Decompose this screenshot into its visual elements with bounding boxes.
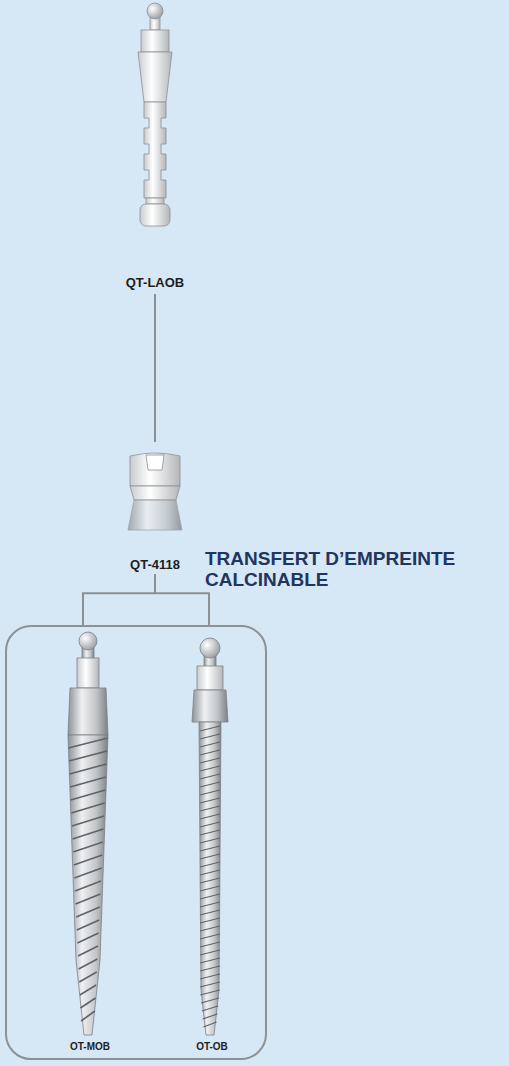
- thread-stroke: [74, 868, 101, 878]
- qt-laob-illustration: [138, 3, 172, 226]
- thread-stroke: [200, 726, 220, 731]
- thread-stroke: [200, 894, 220, 899]
- part-label-group: QT-LAOB: [95, 0, 215, 290]
- thread-stroke: [200, 942, 220, 947]
- thread-stroke: [200, 886, 220, 891]
- thread-stroke: [200, 838, 220, 843]
- thread-stroke: [71, 803, 104, 813]
- thread-stroke: [202, 1006, 218, 1011]
- thread-stroke: [69, 751, 107, 761]
- thread-stroke: [200, 798, 220, 803]
- thread-stroke: [200, 878, 220, 883]
- connector-line: [154, 294, 156, 442]
- thread-stroke: [77, 933, 98, 943]
- thread-stroke: [200, 982, 220, 987]
- thread-stroke: [200, 958, 220, 963]
- part-code: QT-4118: [130, 557, 180, 572]
- thread-stroke: [200, 926, 220, 931]
- thread-stroke: [78, 946, 98, 956]
- qt-4118-illustration: [128, 453, 182, 530]
- part-title: TRANSFERT D’EMPREINTE CALCINABLE: [205, 548, 500, 591]
- thread-stroke: [200, 766, 220, 771]
- thread-stroke: [72, 816, 104, 826]
- thread-stroke: [200, 774, 220, 779]
- thread-stroke: [203, 1022, 216, 1027]
- ot-mob-illustration: [68, 632, 108, 1035]
- thread-stroke: [73, 842, 103, 852]
- thread-stroke: [200, 814, 220, 819]
- connector-line: [83, 574, 209, 625]
- part-code: OT-OB: [196, 1041, 228, 1052]
- thread-stroke: [73, 829, 104, 839]
- thread-stroke: [200, 918, 220, 923]
- thread-stroke: [200, 854, 220, 859]
- thread-stroke: [200, 862, 220, 867]
- thread-stroke: [81, 1011, 95, 1021]
- thread-stroke: [79, 972, 97, 982]
- ot-ob-illustration: [192, 638, 228, 1035]
- thread-stroke: [74, 855, 102, 865]
- thread-stroke: [200, 734, 220, 739]
- thread-stroke: [71, 790, 105, 800]
- thread-stroke: [203, 1014, 218, 1019]
- thread-stroke: [200, 974, 220, 979]
- thread-stroke: [200, 950, 220, 955]
- thread-stroke: [80, 998, 95, 1008]
- thread-stroke: [201, 998, 219, 1003]
- thread-stroke: [200, 790, 220, 795]
- part-code: OT-MOB: [70, 1041, 110, 1052]
- thread-stroke: [200, 782, 220, 787]
- thread-stroke: [200, 910, 220, 915]
- thread-stroke: [200, 846, 220, 851]
- thread-stroke: [77, 920, 99, 930]
- part-label-group: QT-4118: [105, 446, 205, 572]
- thread-stroke: [76, 907, 100, 917]
- thread-stroke: [200, 806, 220, 811]
- thread-stroke: [200, 966, 220, 971]
- thread-stroke: [200, 934, 220, 939]
- thread-stroke: [80, 985, 96, 995]
- thread-stroke: [200, 742, 220, 747]
- thread-stroke: [200, 822, 220, 827]
- thread-stroke: [200, 990, 220, 995]
- part-code: QT-LAOB: [126, 275, 185, 290]
- implant-group-box: OT-MOB OT-OB: [5, 625, 267, 1060]
- thread-stroke: [200, 902, 220, 907]
- thread-stroke: [200, 750, 220, 755]
- thread-stroke: [70, 777, 106, 787]
- thread-stroke: [75, 881, 101, 891]
- thread-stroke: [200, 830, 220, 835]
- thread-stroke: [70, 764, 107, 774]
- thread-stroke: [76, 894, 101, 904]
- thread-stroke: [68, 738, 107, 748]
- thread-stroke: [200, 758, 220, 763]
- thread-stroke: [79, 959, 98, 969]
- thread-stroke: [200, 870, 220, 875]
